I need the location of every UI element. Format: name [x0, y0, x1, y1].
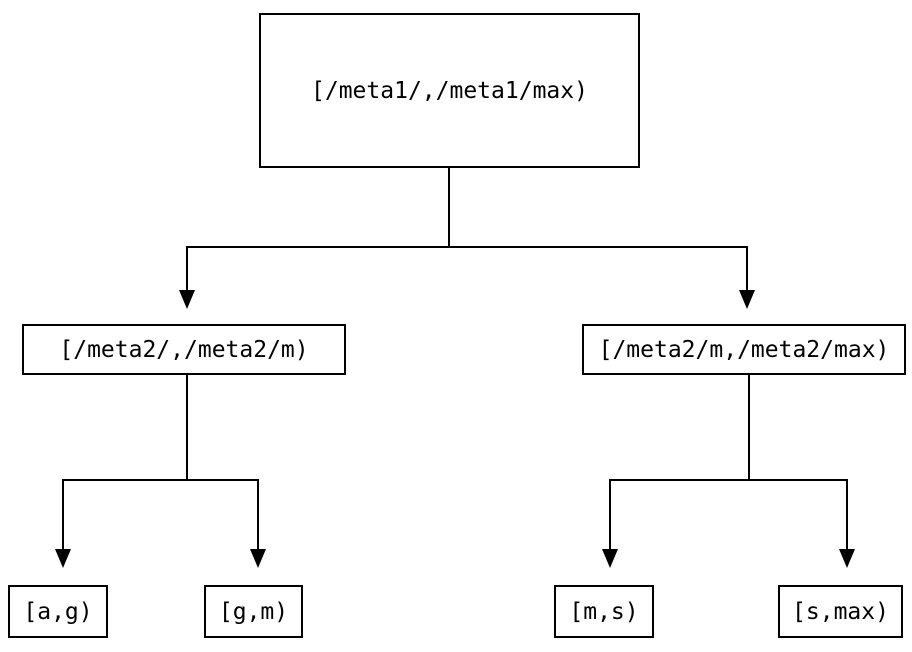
tree-node-leaf-smax: [s,max) [778, 585, 903, 638]
edge-group-right [609, 375, 848, 551]
edge-arrowheads-right [602, 549, 855, 568]
tree-node-leaf-ms-label: [m,s) [569, 598, 639, 625]
tree-node-left: [/meta2/,/meta2/m) [22, 324, 346, 375]
arrow-down-icon [55, 549, 71, 568]
arrow-down-icon [602, 549, 618, 568]
tree-node-leaf-ag: [a,g) [8, 585, 108, 638]
tree-node-leaf-ms: [m,s) [554, 585, 654, 638]
edge-group-left [62, 375, 259, 551]
tree-node-root-label: [/meta1/,/meta1/max) [311, 77, 588, 104]
tree-node-leaf-gm-label: [g,m) [218, 598, 289, 625]
edge-arrowheads-root [179, 290, 755, 309]
tree-node-right: [/meta2/m,/meta2/max) [582, 324, 906, 375]
tree-node-left-label: [/meta2/,/meta2/m) [59, 336, 309, 363]
tree-node-leaf-gm: [g,m) [204, 585, 303, 638]
tree-node-root: [/meta1/,/meta1/max) [259, 13, 640, 168]
tree-node-leaf-smax-label: [s,max) [792, 598, 889, 625]
arrow-down-icon [179, 290, 195, 309]
arrow-down-icon [250, 549, 266, 568]
edge-group-root [186, 168, 748, 292]
tree-node-leaf-ag-label: [a,g) [23, 598, 93, 625]
arrow-down-icon [739, 290, 755, 309]
edge-arrowheads-left [55, 549, 266, 568]
tree-node-right-label: [/meta2/m,/meta2/max) [598, 336, 890, 363]
arrow-down-icon [839, 549, 855, 568]
